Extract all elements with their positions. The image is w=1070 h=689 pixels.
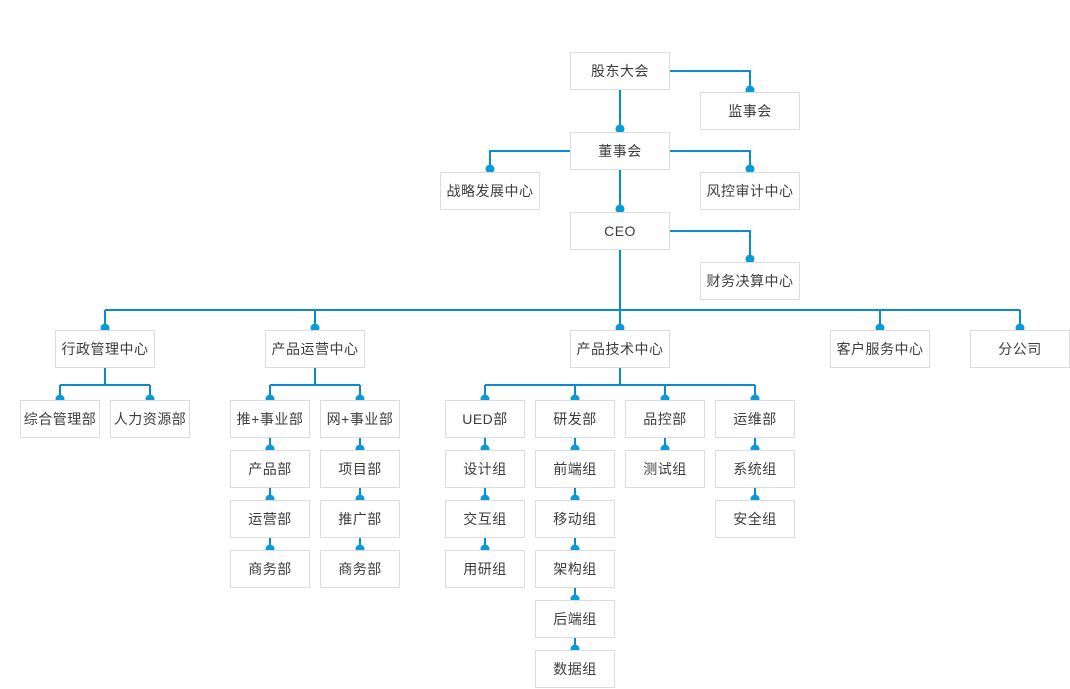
node-board-of-supervisors[interactable]: 监事会	[700, 92, 800, 130]
node-project-dept[interactable]: 项目部	[320, 450, 400, 488]
node-human-resources-dept[interactable]: 人力资源部	[110, 400, 190, 438]
node-business-dept-2[interactable]: 商务部	[320, 550, 400, 588]
node-finance-settlement-center[interactable]: 财务决算中心	[700, 262, 800, 300]
node-data-group[interactable]: 数据组	[535, 650, 615, 688]
node-operation-dept[interactable]: 运营部	[230, 500, 310, 538]
node-promotion-dept[interactable]: 推广部	[320, 500, 400, 538]
node-test-group[interactable]: 测试组	[625, 450, 705, 488]
node-risk-audit-center[interactable]: 风控审计中心	[700, 172, 800, 210]
node-ceo[interactable]: CEO	[570, 212, 670, 250]
node-system-group[interactable]: 系统组	[715, 450, 795, 488]
node-design-group[interactable]: 设计组	[445, 450, 525, 488]
node-branch-company[interactable]: 分公司	[970, 330, 1070, 368]
node-wang-business-unit[interactable]: 网+事业部	[320, 400, 400, 438]
node-interaction-group[interactable]: 交互组	[445, 500, 525, 538]
node-ued-dept[interactable]: UED部	[445, 400, 525, 438]
node-mobile-group[interactable]: 移动组	[535, 500, 615, 538]
node-product-dept[interactable]: 产品部	[230, 450, 310, 488]
node-product-operation-center[interactable]: 产品运营中心	[265, 330, 365, 368]
node-general-management-dept[interactable]: 综合管理部	[20, 400, 100, 438]
node-product-technology-center[interactable]: 产品技术中心	[570, 330, 670, 368]
node-customer-service-center[interactable]: 客户服务中心	[830, 330, 930, 368]
node-admin-management-center[interactable]: 行政管理中心	[55, 330, 155, 368]
node-user-research-group[interactable]: 用研组	[445, 550, 525, 588]
node-architecture-group[interactable]: 架构组	[535, 550, 615, 588]
node-tui-business-unit[interactable]: 推+事业部	[230, 400, 310, 438]
node-board-of-directors[interactable]: 董事会	[570, 132, 670, 170]
node-rd-dept[interactable]: 研发部	[535, 400, 615, 438]
node-ops-dept[interactable]: 运维部	[715, 400, 795, 438]
node-strategy-development-center[interactable]: 战略发展中心	[440, 172, 540, 210]
node-backend-group[interactable]: 后端组	[535, 600, 615, 638]
node-security-group[interactable]: 安全组	[715, 500, 795, 538]
node-business-dept-1[interactable]: 商务部	[230, 550, 310, 588]
node-frontend-group[interactable]: 前端组	[535, 450, 615, 488]
node-shareholders-meeting[interactable]: 股东大会	[570, 52, 670, 90]
node-qa-dept[interactable]: 品控部	[625, 400, 705, 438]
